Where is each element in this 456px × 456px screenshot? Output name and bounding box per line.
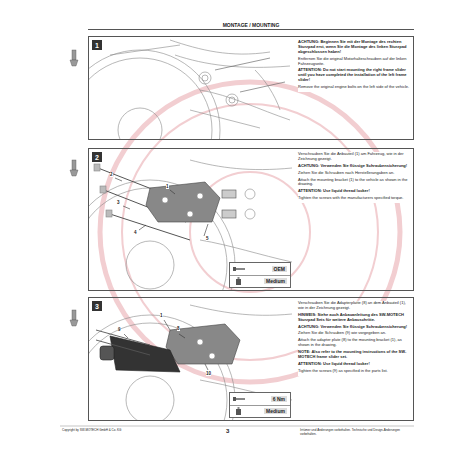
step-number: 2 bbox=[92, 152, 102, 162]
torque-box: OEM Medium bbox=[229, 262, 291, 288]
step-label: 2 bbox=[95, 154, 99, 161]
step-panel: Verschrauben Sie die Adapterplatte (8) a… bbox=[88, 297, 414, 421]
callout-number: 4 bbox=[134, 230, 137, 235]
torque-value: Medium bbox=[264, 408, 287, 414]
torque-row: Medium bbox=[230, 405, 290, 417]
torque-value: 6 Nm bbox=[271, 396, 287, 402]
paragraph: Tighten the screws with the manufacturer… bbox=[298, 196, 410, 201]
threadlock-icon bbox=[233, 407, 245, 415]
instruction-text: Verschrauben Sie die Adapterplatte (8) a… bbox=[298, 301, 410, 376]
callout-number: 5 bbox=[206, 236, 209, 241]
callout-number: 1 bbox=[166, 184, 169, 189]
instruction-text: Verschrauben Sie die Anbauteil (1) am Fa… bbox=[298, 152, 410, 203]
callout-number: 3 bbox=[117, 200, 120, 205]
threadlock-icon bbox=[233, 277, 245, 285]
paragraph: Ziehen Sie die Schrauben (9) wie vorgege… bbox=[298, 331, 410, 336]
paragraph: ATTENTION: Use liquid thread locker! bbox=[298, 189, 410, 194]
step2-drawing bbox=[89, 160, 292, 290]
paragraph: Ziehen Sie die Schrauben nach Hersteller… bbox=[298, 171, 410, 176]
step-number: 1 bbox=[92, 40, 102, 50]
paragraph: NOTE: Also refer to the mounting instruc… bbox=[298, 350, 410, 360]
paragraph: ACHTUNG: Verwenden Sie flüssige Schraube… bbox=[298, 325, 410, 330]
paragraph: Attach the mounting bracket (1) to the v… bbox=[298, 178, 410, 188]
paragraph: Tighten the screws (9) as specified in t… bbox=[298, 369, 410, 374]
bolt-icon bbox=[233, 265, 245, 273]
paragraph: Entfernen Sie die original Motorhaltesch… bbox=[298, 57, 410, 67]
paragraph: ATTENTION: Use liquid thread locker! bbox=[298, 362, 410, 367]
step-label: 1 bbox=[95, 42, 99, 49]
paragraph: ACHTUNG: Verwenden Sie flüssige Schraube… bbox=[298, 164, 410, 169]
instruction-text: ACHTUNG: Beginnen Sie mit der Montage de… bbox=[298, 40, 410, 92]
page-title: MONTAGE / MOUNTING bbox=[88, 22, 414, 30]
step-number: 3 bbox=[92, 301, 102, 311]
torque-row: 6 Nm bbox=[230, 393, 290, 406]
paragraph: ACHTUNG: Beginnen Sie mit der Montage de… bbox=[298, 40, 410, 55]
footer-note: Copyright by SW-MOTECH GmbH & Co. KG bbox=[62, 429, 122, 433]
torque-value: Medium bbox=[264, 278, 287, 284]
step-panel: Verschrauben Sie die Anbauteil (1) am Fa… bbox=[88, 148, 414, 291]
paragraph: Attach the adapter plate (8) to the moun… bbox=[298, 338, 410, 348]
step-panel: ACHTUNG: Beginnen Sie mit der Montage de… bbox=[88, 36, 414, 140]
callout-number: 1 bbox=[160, 313, 163, 318]
torque-row: OEM bbox=[230, 263, 290, 276]
callout-number: 10 bbox=[206, 371, 211, 376]
tool-icons bbox=[70, 50, 78, 326]
paragraph: Remove the original engine bolts on the … bbox=[298, 85, 410, 90]
torque-box: 6 Nm Medium bbox=[229, 392, 291, 418]
footer-rule bbox=[60, 426, 414, 427]
page-number: 3 bbox=[226, 428, 229, 434]
step1-drawing bbox=[89, 40, 290, 139]
callout-number: 2 bbox=[110, 172, 113, 177]
step-label: 3 bbox=[95, 303, 99, 310]
bolt-icon bbox=[233, 395, 245, 403]
torque-value: OEM bbox=[272, 266, 287, 272]
torque-row: Medium bbox=[230, 275, 290, 287]
paragraph: HINWEIS: Siehe auch Anbauanleitung des S… bbox=[298, 313, 410, 323]
callout-number: 8 bbox=[177, 326, 180, 331]
paragraph: ATTENTION: Do not start mounting the rig… bbox=[298, 68, 410, 83]
footer-note: Irrtümer und Änderungen vorbehalten. Tec… bbox=[300, 429, 412, 436]
callout-number: 9 bbox=[118, 327, 121, 332]
step3-drawing bbox=[89, 305, 292, 420]
paragraph: Verschrauben Sie die Adapterplatte (8) a… bbox=[298, 301, 410, 311]
paragraph: Verschrauben Sie die Anbauteil (1) am Fa… bbox=[298, 152, 410, 162]
